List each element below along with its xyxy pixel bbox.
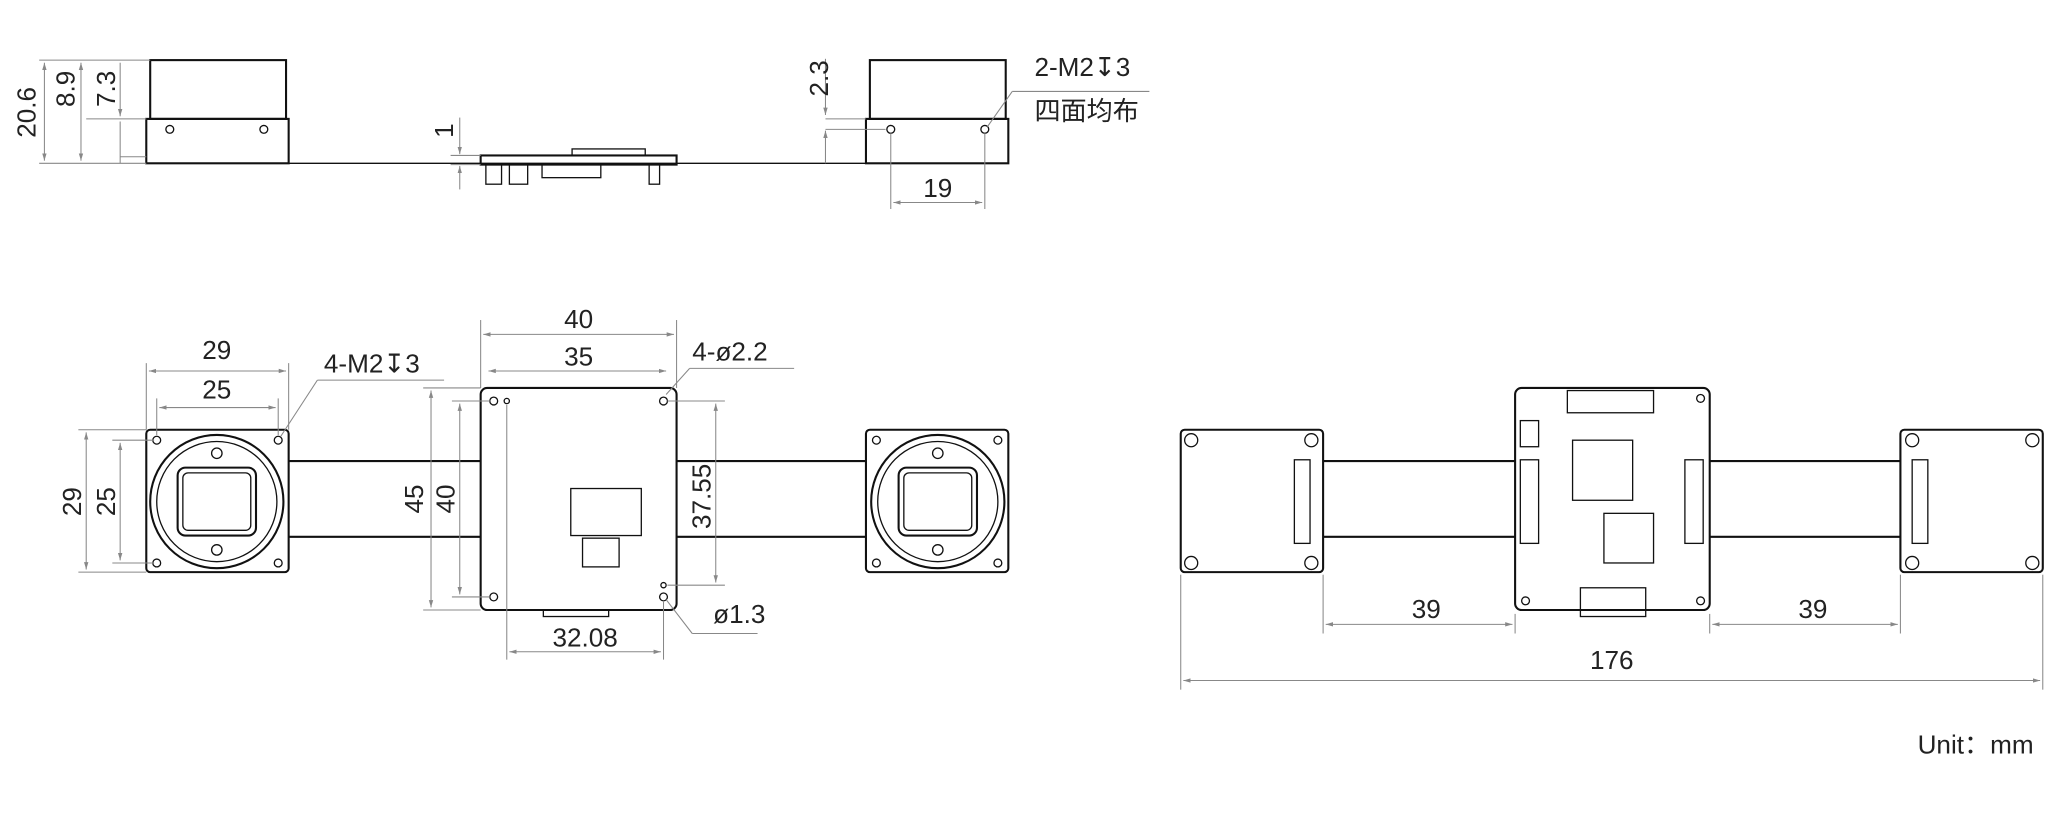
side-view: 20.6 8.9 7.3 1 2.3 19 2-M2↧3 四面均布 xyxy=(11,52,1150,210)
dim-camera-height: 29 xyxy=(57,487,87,516)
left-camera-body xyxy=(145,117,290,165)
right-camera-back xyxy=(1899,428,2044,574)
dim-32.08: 32.08 xyxy=(552,623,617,653)
main-board xyxy=(479,386,678,618)
board-holes-note: 4-ø2.2 xyxy=(692,337,767,367)
dim-8.9: 8.9 xyxy=(50,71,80,107)
dim-board-hole-width: 35 xyxy=(564,342,593,372)
left-lens xyxy=(149,59,288,120)
dim-board-hole-height: 40 xyxy=(431,484,461,513)
right-camera-body xyxy=(864,117,1010,165)
dim-cable-left: 39 xyxy=(1412,594,1441,624)
dim-total-length: 176 xyxy=(1590,645,1634,675)
dim-camera-hole-width: 25 xyxy=(202,374,231,404)
bottom-view: 39 39 176 xyxy=(1179,386,2044,690)
dim-37.55: 37.55 xyxy=(687,464,717,529)
top-view: 29 25 4-M2↧3 29 25 40 35 4-ø2.2 45 40 37… xyxy=(57,304,1010,660)
main-board-back xyxy=(1514,386,1711,612)
left-camera xyxy=(145,428,290,574)
right-lens xyxy=(868,59,1007,120)
hole-note-2: 四面均布 xyxy=(1034,96,1138,126)
small-hole-note: ø1.3 xyxy=(713,599,765,629)
unit-label: Unit：mm xyxy=(1918,730,2034,760)
dim-7.3: 7.3 xyxy=(91,71,121,107)
camera-holes-note: 4-M2↧3 xyxy=(324,348,420,378)
dim-board-height: 45 xyxy=(399,484,429,513)
left-camera-back xyxy=(1179,428,1325,574)
hole-note: 2-M2↧3 xyxy=(1034,52,1130,82)
dim-board-width: 40 xyxy=(564,304,593,334)
dim-camera-hole-height: 25 xyxy=(91,487,121,516)
right-camera xyxy=(864,428,1010,574)
dim-cable-right: 39 xyxy=(1798,594,1827,624)
dim-pcb-thickness: 1 xyxy=(429,123,459,138)
dim-camera-width: 29 xyxy=(202,335,231,365)
dim-2.3: 2.3 xyxy=(804,60,834,96)
dim-19: 19 xyxy=(923,173,952,203)
dim-20.6: 20.6 xyxy=(11,87,41,138)
